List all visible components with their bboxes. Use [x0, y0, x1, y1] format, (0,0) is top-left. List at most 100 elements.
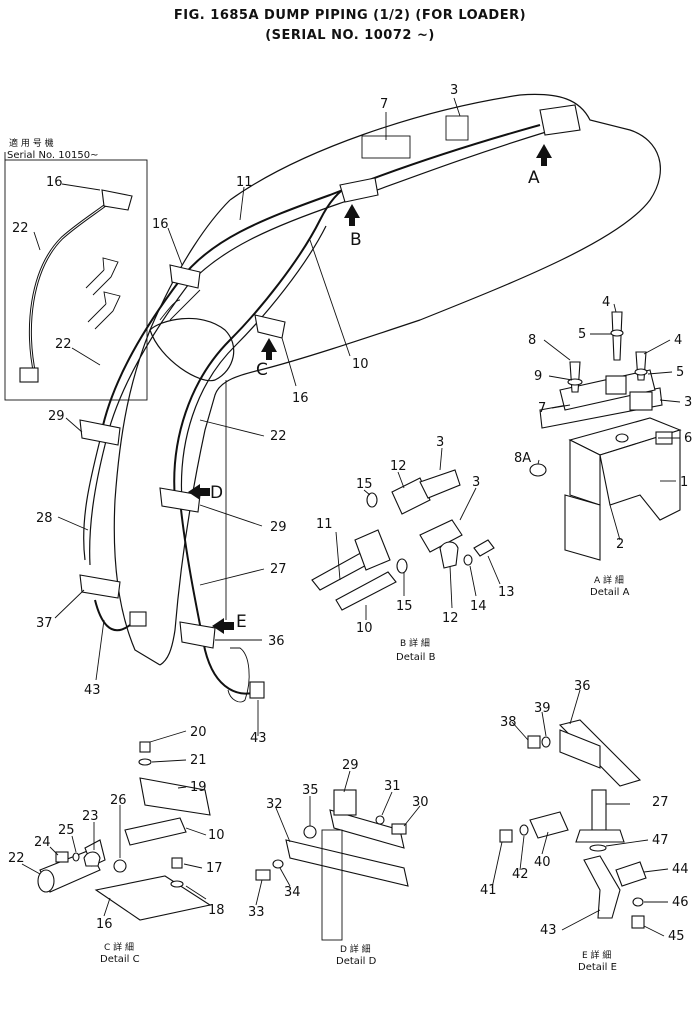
callout: 29 — [270, 520, 287, 535]
callout: 43 — [540, 923, 557, 938]
callout: 43 — [84, 683, 101, 698]
callout: 1 — [680, 475, 688, 490]
callout: 28 — [36, 511, 53, 526]
callout: 22 — [270, 429, 287, 444]
view-arrows: A B C D E — [188, 144, 552, 634]
arrow-label-a: A — [528, 168, 540, 188]
callout: 27 — [270, 562, 287, 577]
callout: 4 — [602, 295, 610, 310]
detail-c-jp: C 詳 細 — [104, 941, 134, 953]
detail-a: A 詳 細 Detail A — [529, 303, 682, 598]
callout: 3 — [450, 83, 458, 98]
detail-b: B 詳 細 Detail B — [311, 447, 501, 663]
callout: 25 — [58, 823, 75, 838]
leader-lines — [33, 97, 469, 736]
callout: 45 — [668, 929, 685, 944]
callout: 22 — [8, 851, 25, 866]
detail-e-jp: E 詳 細 — [582, 949, 611, 961]
callout: 23 — [82, 809, 99, 824]
callout: 36 — [574, 679, 591, 694]
detail-d-en: Detail D — [336, 956, 377, 967]
callout: 2 — [616, 537, 624, 552]
callout: 22 — [12, 221, 29, 236]
callout: 29 — [342, 758, 359, 773]
arrow-label-c: C — [256, 360, 268, 380]
callout: 7 — [538, 401, 546, 416]
callout: 27 — [652, 795, 669, 810]
callout: 24 — [34, 835, 51, 850]
callout: 13 — [498, 585, 515, 600]
callout: 15 — [356, 477, 373, 492]
callout: 14 — [470, 599, 487, 614]
callout: 31 — [384, 779, 401, 794]
callout: 33 — [248, 905, 265, 920]
callout: 3 — [472, 475, 480, 490]
figure-subtitle: (SERIAL NO. 10072 ~) — [265, 28, 435, 43]
callout: 21 — [190, 753, 207, 768]
callout-numbers: 16 22 22 29 28 37 43 11 16 16 10 22 29 2… — [8, 83, 692, 944]
arrow-label-d: D — [210, 483, 223, 503]
callout: 12 — [442, 611, 459, 626]
detail-b-jp: B 詳 細 — [400, 637, 430, 649]
callout: 6 — [684, 431, 692, 446]
callout: 16 — [152, 217, 169, 232]
callout: 11 — [316, 517, 333, 532]
detail-d-jp: D 詳 細 — [340, 943, 371, 955]
callout: 37 — [36, 616, 53, 631]
detail-c-en: Detail C — [100, 954, 140, 965]
callout: 38 — [500, 715, 517, 730]
detail-c: C 詳 細 Detail C — [21, 730, 212, 965]
inset-kanji: 適 用 号 機 — [9, 137, 54, 149]
callout: 12 — [390, 459, 407, 474]
callout: 41 — [480, 883, 497, 898]
callout: 15 — [396, 599, 413, 614]
callout: 5 — [676, 365, 684, 380]
callout: 11 — [236, 175, 253, 190]
figure-title: FIG. 1685A DUMP PIPING (1/2) (FOR LOADER… — [173, 8, 527, 23]
detail-a-jp: A 詳 細 — [594, 574, 624, 586]
callout: 3 — [684, 395, 692, 410]
detail-a-en: Detail A — [590, 587, 630, 598]
callout: 10 — [356, 621, 373, 636]
callout: 35 — [302, 783, 319, 798]
arrow-label-b: B — [350, 230, 362, 250]
callout: 20 — [190, 725, 207, 740]
callout: 30 — [412, 795, 429, 810]
callout: 9 — [534, 369, 542, 384]
arrow-label-e: E — [236, 612, 247, 632]
callout: 29 — [48, 409, 65, 424]
callout: 47 — [652, 833, 669, 848]
callout: 10 — [208, 828, 225, 843]
callout: 34 — [284, 885, 301, 900]
callout: 5 — [578, 327, 586, 342]
inset-serial: Serial No. 10150~ — [7, 150, 98, 161]
inset-box: 適 用 号 機 Serial No. 10150~ — [4, 137, 148, 401]
callout: 44 — [672, 862, 689, 877]
callout: 42 — [512, 867, 529, 882]
callout: 22 — [55, 337, 72, 352]
callout: 43 — [250, 731, 267, 746]
callout: 16 — [292, 391, 309, 406]
callout: 8A — [514, 451, 531, 466]
detail-d: D 詳 細 Detail D — [255, 770, 421, 967]
callout: 16 — [46, 175, 63, 190]
callout: 7 — [380, 97, 388, 112]
callout: 39 — [534, 701, 551, 716]
detail-e: E 詳 細 Detail E — [491, 689, 669, 973]
callout: 46 — [672, 895, 689, 910]
callout: 18 — [208, 903, 225, 918]
callout: 17 — [206, 861, 223, 876]
callout: 40 — [534, 855, 551, 870]
callout: 32 — [266, 797, 283, 812]
callout: 26 — [110, 793, 127, 808]
callout: 19 — [190, 780, 207, 795]
detail-e-en: Detail E — [578, 962, 617, 973]
callout: 3 — [436, 435, 444, 450]
detail-b-en: Detail B — [396, 652, 436, 663]
callout: 4 — [674, 333, 682, 348]
callout: 16 — [96, 917, 113, 932]
callout: 10 — [352, 357, 369, 372]
main-clamps — [79, 104, 581, 699]
